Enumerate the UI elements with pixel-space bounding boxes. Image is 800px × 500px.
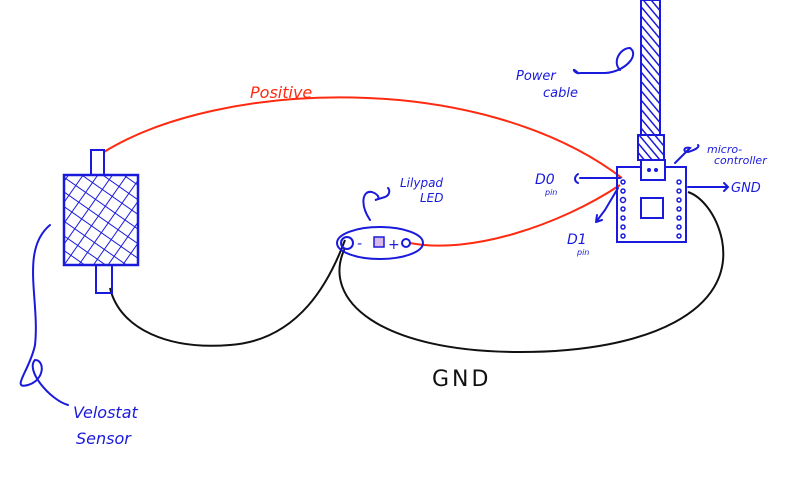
microcontroller-board (616, 159, 687, 243)
power-cable-label-1: Power (516, 69, 557, 84)
positive-label: Positive (250, 83, 312, 102)
velostat-label-2: Sensor (76, 429, 132, 448)
velostat-label-1: Velostat (73, 403, 139, 422)
velostat-leader-line (19, 224, 69, 406)
usb-plug (637, 134, 665, 161)
led-leader-line (362, 187, 391, 221)
positive-wire (103, 96, 623, 179)
sensor-ground-wire (109, 239, 346, 347)
led-plus-label: + (388, 237, 400, 253)
led-minus-label: - (357, 236, 362, 252)
d0-leader-line (574, 173, 621, 184)
power-cable-label-2: cable (543, 86, 578, 101)
power-cable-leader-line (572, 46, 635, 75)
microcontroller-label-1: micro- (707, 143, 742, 156)
velostat-sensor (62, 149, 140, 294)
d0-label: D0 (535, 172, 555, 188)
gnd-wire-label: GND (432, 367, 491, 392)
lilypad-led (336, 226, 424, 260)
gnd-pin-leader-line (687, 182, 730, 192)
d1-label: D1 (567, 232, 587, 248)
gnd-pin-label: GND (731, 181, 761, 196)
microcontroller-leader-line (674, 144, 700, 164)
d1-leader-line (595, 187, 619, 223)
d0-pin-label: pin (544, 188, 557, 197)
lilypad-label-2: LED (420, 191, 444, 205)
d1-wire (409, 184, 621, 247)
lilypad-label-1: Lilypad (400, 176, 443, 190)
microcontroller-label-2: controller (714, 154, 768, 167)
gnd-wire (338, 191, 725, 354)
d1-pin-label: pin (576, 248, 589, 257)
power-cable (640, 0, 661, 136)
